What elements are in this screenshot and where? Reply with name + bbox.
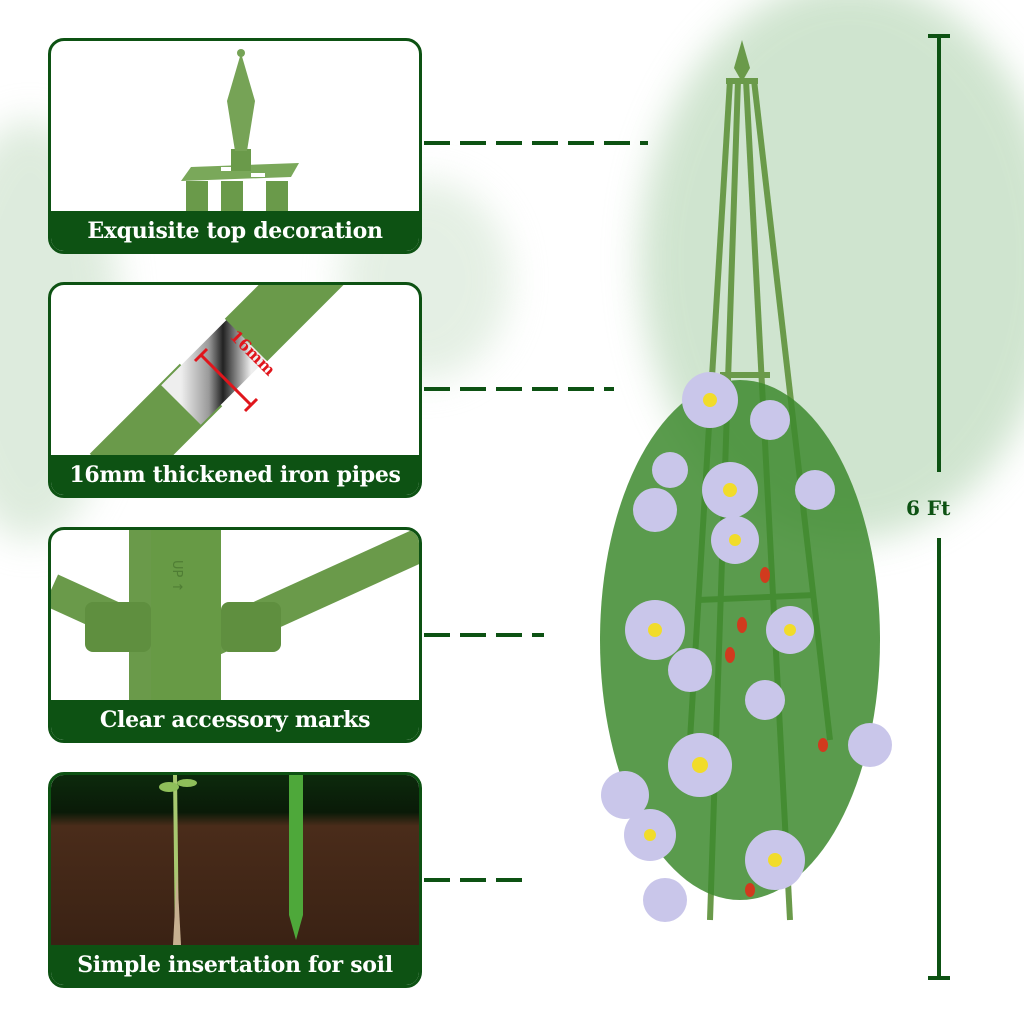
- connector-line-soil: [424, 878, 528, 882]
- pipe-image: 16mm: [51, 285, 419, 495]
- spire-finial-image: [51, 41, 419, 221]
- panel-caption: Exquisite top decoration: [51, 211, 419, 251]
- feature-panel-iron-pipes: 16mm 16mm thickened iron pipes: [48, 282, 422, 498]
- height-scale-cap-top: [928, 34, 950, 38]
- obelisk-trellis-product: [580, 40, 920, 980]
- panel-caption: 16mm thickened iron pipes: [51, 455, 419, 495]
- climbing-flowers: [600, 372, 892, 922]
- feature-panel-top-decoration: Exquisite top decoration: [48, 38, 422, 254]
- height-scale-cap-bottom: [928, 976, 950, 980]
- feature-panel-accessory-marks: UP ↑ Clear accessory marks: [48, 527, 422, 743]
- connector-line-top: [424, 141, 648, 145]
- feature-panel-soil-insertion: Simple insertation for soil: [48, 772, 422, 988]
- connector-line-marks: [424, 633, 544, 637]
- soil-image: [51, 775, 419, 946]
- height-scale-bar-top: [937, 36, 941, 472]
- up-mark: UP ↑: [169, 560, 184, 592]
- height-scale-bar-bottom: [937, 538, 941, 978]
- connector-line-pipes: [424, 387, 614, 391]
- height-scale-label: 6 Ft: [906, 496, 951, 520]
- panel-caption: Clear accessory marks: [51, 700, 419, 740]
- panel-caption: Simple insertation for soil: [51, 945, 419, 985]
- connector-joint-image: UP ↑: [51, 530, 419, 700]
